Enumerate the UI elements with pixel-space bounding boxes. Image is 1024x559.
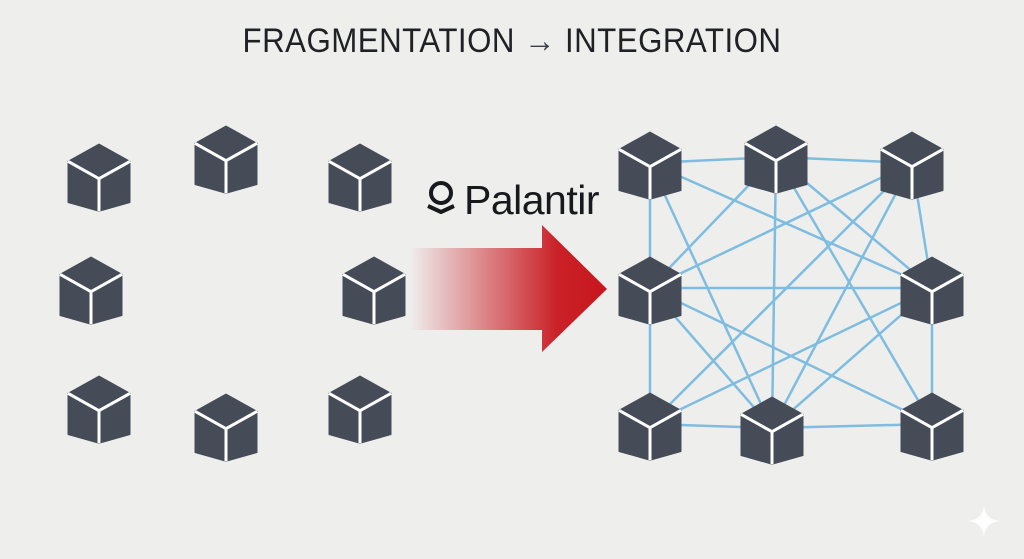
integrated-cube-middle-right [900, 256, 964, 325]
integrated-cube-top-left [618, 131, 682, 200]
sparkle-icon [966, 503, 1002, 544]
brand: Palantir [424, 177, 600, 224]
title-arrow: → [524, 22, 556, 60]
connection-line [649, 161, 933, 290]
fragmented-cube [67, 143, 131, 212]
palantir-logo-icon [424, 180, 458, 221]
title-right: INTEGRATION [564, 22, 782, 60]
connection-line [770, 162, 914, 429]
transformation-arrow [410, 225, 607, 352]
right-cluster [618, 125, 964, 465]
integrated-cube-top-middle [744, 125, 808, 194]
fragmented-cube [194, 125, 258, 194]
integrated-cube-bottom-left [618, 392, 682, 461]
fragmented-cube [328, 143, 392, 212]
connection-line [648, 162, 774, 429]
integrated-cube-middle-left [618, 256, 682, 325]
integrated-cube-top-right [880, 131, 944, 200]
fragmented-cube [342, 256, 406, 325]
connection-line [649, 162, 913, 425]
fragmented-cube [67, 375, 131, 444]
connection-line [649, 161, 913, 290]
left-cluster [59, 125, 406, 462]
connection-line [774, 156, 934, 425]
fragmented-cube [328, 375, 392, 444]
connection-line [770, 156, 778, 429]
brand-name: Palantir [464, 177, 600, 223]
fragmented-cube [194, 393, 258, 462]
title-left: FRAGMENTATION [242, 22, 515, 60]
fragmented-cube [59, 256, 123, 325]
integrated-cube-bottom-middle [740, 396, 804, 465]
connections [648, 155, 934, 430]
connection-line [649, 286, 933, 426]
diagram-title: FRAGMENTATION → INTEGRATION [41, 22, 983, 61]
integrated-cube-bottom-right [900, 392, 964, 461]
